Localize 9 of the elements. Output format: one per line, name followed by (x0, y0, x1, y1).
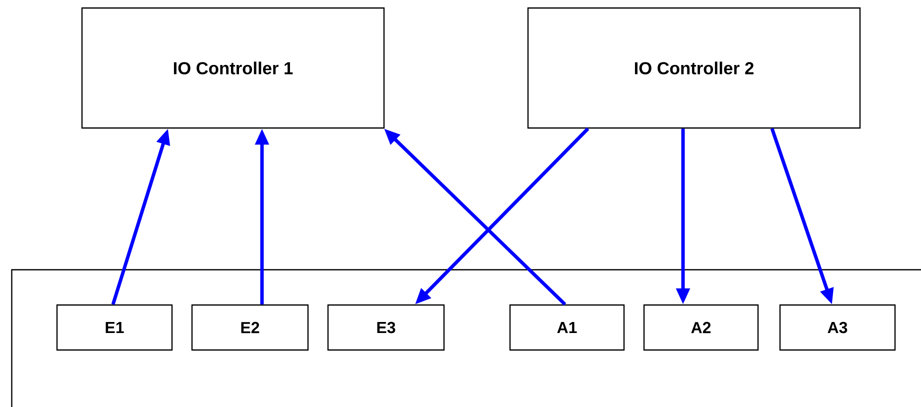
channel-box: E2 (191, 304, 309, 351)
rack-outline (11, 269, 921, 407)
channel-box: A3 (779, 304, 896, 351)
controller-box: IO Controller 2 (527, 7, 861, 129)
channel-box: A1 (509, 304, 625, 351)
channel-box: E1 (56, 304, 173, 351)
controller-box: IO Controller 1 (81, 7, 385, 129)
channel-box: E3 (327, 304, 445, 351)
channel-box: A2 (643, 304, 759, 351)
